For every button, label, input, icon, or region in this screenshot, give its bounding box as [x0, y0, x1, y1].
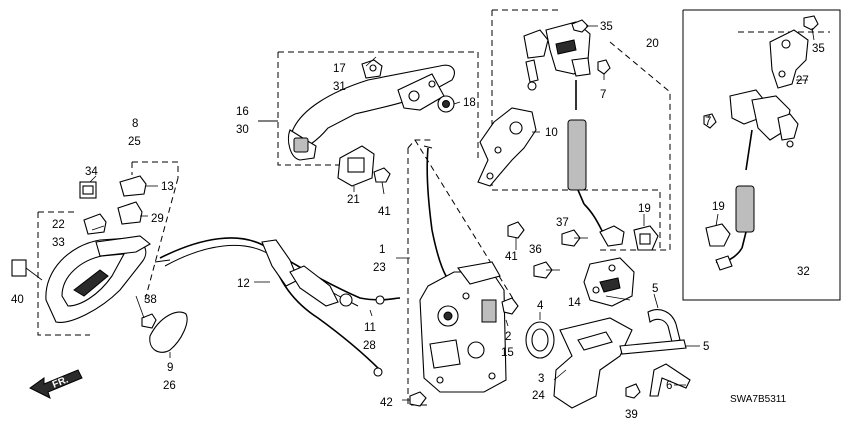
callout-4: 4 [537, 300, 544, 312]
screw-35-right [803, 15, 819, 31]
callout-39: 39 [625, 409, 638, 421]
callout-24: 24 [532, 390, 545, 402]
callout-31: 31 [333, 81, 346, 93]
bolt-37 [561, 229, 588, 247]
callout-32: 32 [797, 266, 810, 278]
screw-39 [625, 383, 641, 399]
callout-26: 26 [163, 380, 176, 392]
callout-33: 33 [52, 237, 65, 249]
callout-7-right: 7 [705, 116, 711, 128]
callout-12: 12 [237, 278, 250, 290]
callout-29: 29 [151, 213, 164, 225]
callout-36: 36 [529, 244, 542, 256]
inside-handle-parts-22 [83, 213, 107, 235]
callout-23: 23 [373, 262, 386, 274]
inside-handle-parts-34 [79, 181, 97, 199]
callout-28: 28 [363, 340, 376, 352]
callout-42: 42 [380, 397, 393, 409]
callout-41-upper: 41 [378, 206, 391, 218]
callout-5-lower: 5 [703, 341, 709, 353]
callout-labels: 1 2 3 4 5 5 6 7 7 8 9 10 11 12 13 14 15 … [11, 21, 825, 421]
callout-2: 2 [505, 331, 511, 343]
callout-27: 27 [796, 75, 809, 87]
callout-21: 21 [347, 194, 360, 206]
diagram-code: SWA7B5311 [730, 394, 787, 405]
lock-cylinder-assembly [523, 21, 625, 247]
screw-35-upper [571, 19, 598, 33]
callout-1: 1 [379, 244, 385, 256]
callout-30: 30 [236, 124, 249, 136]
inside-door-handle [45, 235, 151, 323]
leader-lines [89, 27, 815, 386]
inside-handle-parts-13 [119, 175, 158, 197]
latch-actuator-2 [501, 297, 519, 315]
callout-38: 38 [144, 294, 157, 306]
cylinder-protector-10 [477, 107, 537, 187]
callout-13: 13 [161, 181, 174, 193]
outside-door-handle [287, 64, 455, 161]
callout-25: 25 [128, 136, 141, 148]
callout-34: 34 [85, 166, 98, 178]
callout-40: 40 [11, 294, 24, 306]
bolt-42 [402, 391, 427, 407]
callout-35-center: 35 [600, 21, 613, 33]
handle-base-21 [337, 145, 375, 187]
callout-3: 3 [538, 373, 544, 385]
callout-17: 17 [333, 63, 346, 75]
callout-20: 20 [646, 38, 659, 50]
bolt-41-lower [507, 221, 525, 250]
seal-ring-4 [525, 321, 555, 359]
bolt-41-upper [373, 167, 391, 195]
callout-19-center: 19 [638, 203, 651, 215]
callout-22: 22 [52, 219, 65, 231]
callout-15: 15 [501, 347, 514, 359]
handle-cap-18 [437, 95, 455, 113]
callout-35-right: 35 [812, 43, 825, 55]
clip-19-center [633, 225, 659, 251]
callout-10: 10 [545, 127, 558, 139]
cover-9 [149, 311, 188, 353]
callout-5-upper: 5 [652, 283, 658, 295]
front-direction-arrow: FR. [29, 369, 83, 399]
callout-6: 6 [666, 380, 672, 392]
callout-9: 9 [167, 362, 173, 374]
callout-37: 37 [556, 217, 569, 229]
callout-8: 8 [132, 118, 138, 130]
screw-38 [141, 313, 157, 329]
seal-6 [649, 363, 691, 397]
screw-7-right [703, 113, 717, 129]
latch-cover-3 [553, 317, 633, 409]
handle-screw-17 [361, 59, 383, 79]
seal-5-lower [619, 339, 687, 355]
latch-rod [423, 145, 447, 277]
door-cables [154, 237, 401, 377]
callout-16: 16 [236, 106, 249, 118]
inside-handle-clip-40 [11, 259, 43, 281]
right-box-assembly [705, 29, 809, 271]
inside-handle-parts-29 [117, 201, 148, 225]
callout-7-center: 7 [600, 89, 606, 101]
callout-11: 11 [364, 322, 376, 334]
screw-7-upper [597, 59, 611, 75]
door-latch-assembly [419, 261, 507, 393]
callout-14: 14 [568, 297, 581, 309]
callout-41-lower: 41 [505, 251, 518, 263]
callout-19-right: 19 [712, 201, 725, 213]
bolt-36 [533, 261, 560, 279]
striker-14 [583, 257, 635, 307]
callout-18: 18 [463, 97, 476, 109]
seal-5-upper [647, 309, 681, 343]
